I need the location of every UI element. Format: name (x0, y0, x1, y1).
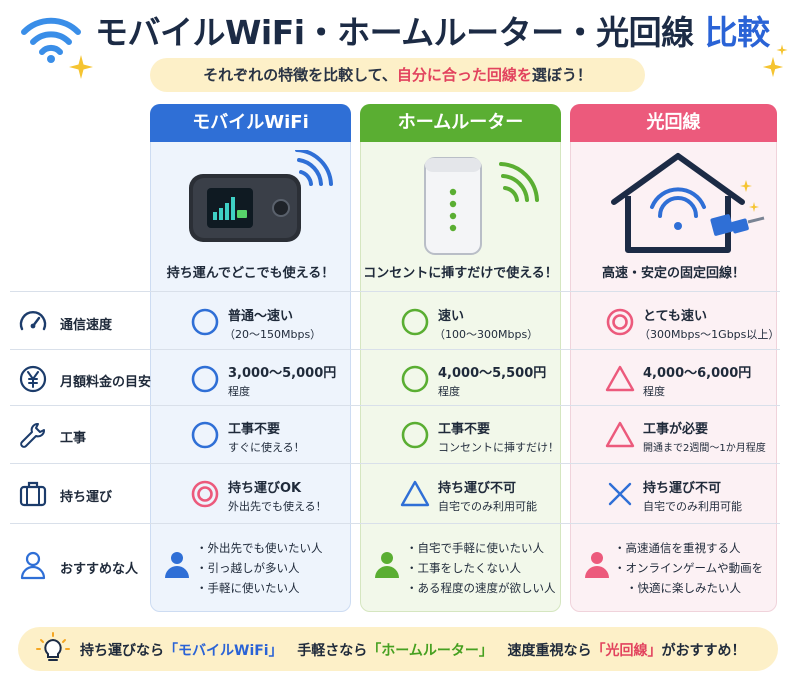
rating-triangle-icon (605, 365, 635, 392)
footer-banner (18, 627, 778, 671)
suitcase-icon (19, 481, 47, 507)
speedometer-icon (19, 311, 47, 331)
cell-note: （20〜150Mbps） (224, 328, 322, 341)
caption-fiber: 高速・安定の固定回線！ (601, 266, 745, 281)
caption-home-router: コンセントに挿すだけで使える！ (363, 266, 558, 281)
page-title-main: モバイルWiFi・ホームルーター・光回線 (95, 13, 694, 52)
wifi-logo-icon (21, 17, 81, 63)
subtitle-banner: それぞれの特徴を比較して、自分に合った回線を選ぼう！ (150, 58, 645, 92)
footer-text: 持ち運びなら (80, 643, 164, 659)
mobile-wifi-device-illustration (189, 150, 333, 242)
row-label-speed: 通信速度 (60, 318, 113, 333)
cell-note: コンセントに挿すだけ！ (438, 441, 559, 454)
list-item: 高速通信を重視する人 (614, 538, 763, 558)
footer-text: 手軽さなら (297, 643, 368, 659)
recommend-list-mobile-wifi: 外出先でも使いたい人 引っ越しが多い人 手軽に使いたい人 (196, 538, 323, 598)
cell-note: （100〜300Mbps） (434, 328, 539, 341)
cell-value: 持ち運び不可 (643, 481, 722, 496)
footer-summary: 持ち運びなら「モバイルWiFi」 手軽さなら「ホームルーター」 速度重視なら「光… (80, 640, 745, 660)
list-item: 自宅で手軽に使いたい人 (406, 538, 556, 558)
subtitle-after: 選ぼう！ (531, 66, 592, 84)
rating-cross-icon (608, 482, 632, 506)
subtitle-highlight: 自分に合った回線を (396, 66, 532, 84)
page-title: モバイルWiFi・ホームルーター・光回線 比較 (95, 6, 795, 52)
rating-double-circle-icon (191, 480, 219, 508)
person-icon (20, 551, 46, 580)
rating-circle-icon (401, 421, 429, 449)
row-label-construction: 工事 (60, 431, 87, 446)
footer-option-home-router: 「ホームルーター」 (367, 643, 493, 659)
footer-text: 速度重視なら (507, 643, 592, 659)
footer-option-mobile-wifi: 「モバイルWiFi」 (164, 643, 283, 659)
rating-double-circle-icon (606, 308, 634, 336)
list-item: 引っ越しが多い人 (196, 558, 323, 578)
person-icon (165, 552, 189, 578)
cell-value: 工事が必要 (643, 422, 709, 437)
cell-note: （300Mbps〜1Gbps以上） (639, 328, 780, 341)
list-item: 快適に楽しみたい人 (614, 578, 763, 598)
cell-value: 持ち運び不可 (438, 481, 517, 496)
row-label-price: 月額料金の目安 (60, 375, 152, 390)
sparkle-icon (69, 55, 93, 79)
subtitle-before: それぞれの特徴を比較して、 (203, 66, 397, 84)
column-header-fiber: 光回線 (570, 104, 777, 142)
footer-option-fiber: 「光回線」 (591, 643, 662, 659)
cell-note: 外出先でも使える！ (228, 500, 327, 513)
column-header-home-router: ホームルーター (360, 104, 561, 142)
page-title-highlight: 比較 (704, 13, 771, 52)
row-label-portability: 持ち運び (60, 490, 113, 505)
row-divider (10, 523, 780, 524)
cell-value: 工事不要 (438, 422, 491, 437)
home-router-illustration (424, 157, 539, 255)
cell-note: 自宅でのみ利用可能 (438, 500, 537, 513)
recommend-list-home-router: 自宅で手軽に使いたい人 工事をしたくない人 ある程度の速度が欲しい人 (406, 538, 556, 598)
rating-triangle-icon (605, 421, 635, 448)
cell-note: 自宅でのみ利用可能 (643, 500, 742, 513)
list-item: ある程度の速度が欲しい人 (406, 578, 556, 598)
yen-icon (19, 365, 47, 393)
sparkle-icon (762, 56, 784, 78)
footer-text: がおすすめ！ (661, 643, 746, 659)
fiber-house-illustration (611, 153, 765, 253)
cell-value: 普通〜速い (228, 309, 294, 324)
row-divider (10, 405, 780, 406)
rating-circle-icon (401, 365, 429, 393)
cell-note: 程度 (643, 385, 665, 398)
person-icon (585, 552, 609, 578)
list-item: 手軽に使いたい人 (196, 578, 323, 598)
row-divider (10, 349, 780, 350)
wrench-icon (20, 423, 45, 448)
list-item: オンラインゲームや動画を (614, 558, 764, 578)
rating-circle-icon (191, 365, 219, 393)
cell-value: 3,000〜5,000円 (228, 366, 337, 381)
cell-value: 4,000〜6,000円 (643, 366, 752, 381)
list-item: 外出先でも使いたい人 (196, 538, 323, 558)
cell-note: 程度 (438, 385, 460, 398)
rating-circle-icon (401, 308, 429, 336)
list-item: 工事をしたくない人 (406, 558, 556, 578)
cell-note: 開通まで2週間〜1か月程度 (643, 443, 766, 454)
rating-circle-icon (191, 308, 219, 336)
rating-circle-icon (191, 421, 219, 449)
person-icon (375, 552, 399, 578)
caption-mobile-wifi: 持ち運んでどこでも使える！ (166, 266, 335, 281)
cell-note: 程度 (228, 385, 250, 398)
rating-triangle-icon (400, 480, 430, 507)
cell-value: 速い (438, 309, 465, 324)
lightbulb-icon (36, 632, 70, 661)
cell-value: 4,000〜5,500円 (438, 366, 547, 381)
cell-value: とても速い (643, 309, 707, 324)
sparkle-icon (776, 44, 788, 56)
recommend-list-fiber: 高速通信を重視する人 オンラインゲームや動画を 快適に楽しみたい人 (614, 538, 764, 598)
row-divider (10, 463, 780, 464)
cell-note: すぐに使える！ (228, 441, 305, 454)
row-divider (10, 291, 780, 292)
cell-value: 工事不要 (228, 422, 281, 437)
column-header-mobile-wifi: モバイルWiFi (150, 104, 351, 142)
row-label-recommend: おすすめな人 (60, 562, 139, 577)
cell-value: 持ち運びOK (228, 481, 302, 496)
